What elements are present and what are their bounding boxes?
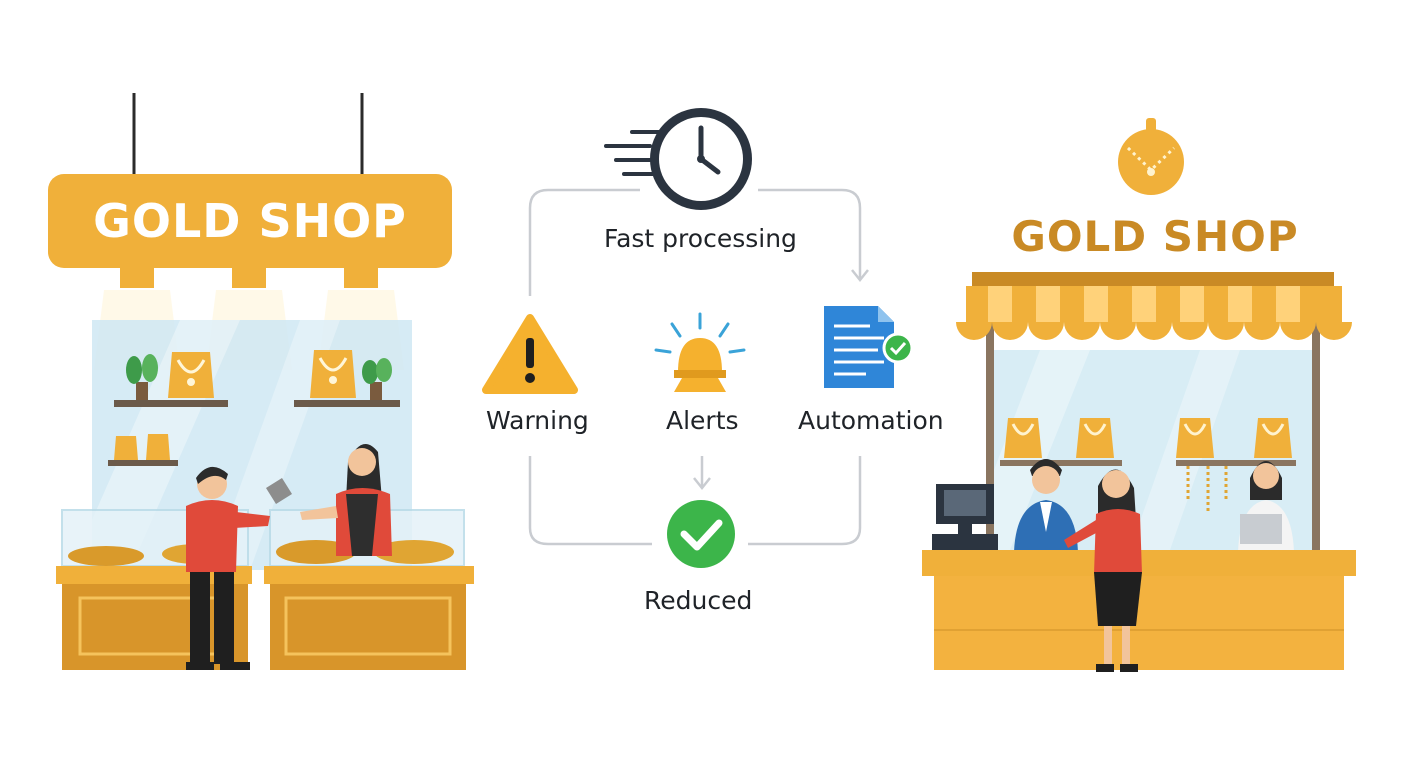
arrow-head-down xyxy=(693,477,711,491)
necklace-icon xyxy=(114,350,356,460)
awning xyxy=(956,286,1352,340)
flow-line-top-right xyxy=(758,188,862,278)
customer-figure xyxy=(186,466,270,670)
warning-icon xyxy=(482,314,578,394)
ring-card xyxy=(266,478,292,504)
right-shop-illustration xyxy=(922,118,1356,672)
plant-icon xyxy=(126,354,392,400)
cash-register-icon xyxy=(932,484,998,552)
check-circle-icon xyxy=(667,500,735,568)
arrow-head-right xyxy=(851,269,869,283)
customer-woman-figure xyxy=(1064,469,1142,672)
pendant-logo-icon xyxy=(1118,118,1184,195)
left-shop-illustration xyxy=(56,93,474,670)
label-automation: Automation xyxy=(798,406,944,435)
label-reduced: Reduced xyxy=(644,586,753,615)
label-fast-processing: Fast processing xyxy=(604,224,797,253)
staff-man-figure xyxy=(1014,459,1078,552)
automation-document-icon xyxy=(824,306,914,388)
flow-line-bottom-right xyxy=(748,456,862,546)
clock-icon xyxy=(604,108,752,210)
staff-woman-figure xyxy=(1238,461,1294,552)
label-alerts: Alerts xyxy=(666,406,739,435)
label-warning: Warning xyxy=(486,406,589,435)
seller-figure xyxy=(300,444,392,556)
left-shop-sign: GOLD SHOP xyxy=(48,174,452,268)
necklace-icon xyxy=(1004,418,1292,512)
alert-light-icon xyxy=(654,312,746,392)
right-shop-sign: GOLD SHOP xyxy=(1011,212,1299,261)
flow-line-top-left xyxy=(528,188,640,296)
flow-line-bottom-left xyxy=(528,456,652,546)
flow-diagram xyxy=(482,108,914,568)
